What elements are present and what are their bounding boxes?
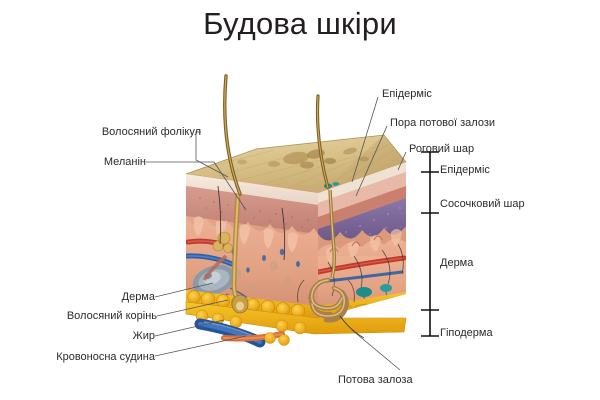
label-epidermis-bracket: Епідерміс [440,164,490,176]
hair-follicle-structure [202,193,249,314]
label-fat: Жир [132,330,155,342]
layer-bracket [421,151,439,337]
label-hair-root: Волосяний корінь [66,310,157,322]
label-dermis-left: Дерма [121,291,155,303]
label-epidermis-top: Епідерміс [382,88,432,100]
label-hypodermis-bracket: Гіподерма [440,327,493,339]
label-sweat-gland-pore: Пора потової залози [390,117,496,129]
label-dermis-bracket: Дерма [440,257,474,269]
label-blood-vessel: Кровоносна судина [56,351,155,363]
label-hair-follicle: Волосяний фолікул [101,126,201,138]
sweat-gland-structure [297,189,355,323]
label-horny-layer: Роговий шар [409,143,475,155]
label-melanin: Меланін [103,156,146,168]
skin-cross-section-illustration [185,74,407,348]
page-title: Будова шкіри [203,6,397,41]
label-sweat-gland: Потова залоза [338,374,413,386]
vein [186,253,235,267]
label-papillary-layer: Сосочковий шар [440,198,525,210]
